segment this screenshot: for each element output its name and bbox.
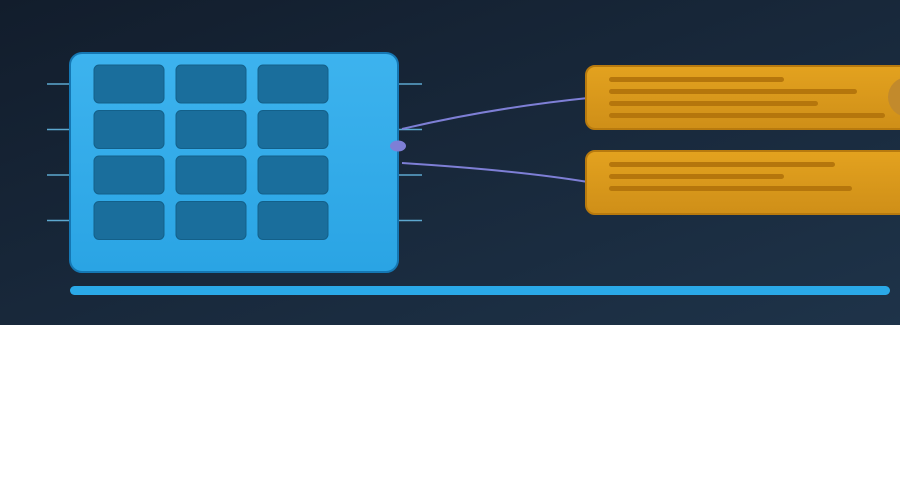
grid-cell (175, 201, 247, 240)
grid-cell (175, 155, 247, 195)
connector-line-top (401, 97, 589, 130)
card-text-line (609, 113, 885, 118)
card-panel (585, 65, 900, 130)
card-text-line (609, 77, 784, 82)
grid-cell (175, 110, 247, 149)
card-text-line (609, 162, 835, 167)
grid-cell (93, 64, 165, 104)
card-text-line (609, 186, 852, 191)
grid-cell (257, 110, 329, 149)
card-1 (585, 65, 900, 130)
diagram-svg (0, 0, 900, 325)
card-badge-circle (888, 78, 900, 116)
chip-cell-grid (93, 64, 329, 240)
card-panel (585, 150, 900, 215)
grid-cell (257, 155, 329, 195)
diagram-illustration (0, 0, 900, 325)
grid-cell (93, 155, 165, 195)
grid-cell (175, 64, 247, 104)
card-text-line (609, 174, 784, 179)
grid-cell (257, 201, 329, 240)
progress-bar (70, 286, 890, 295)
card-2 (585, 150, 900, 215)
grid-cell (93, 110, 165, 149)
card-text-line (609, 89, 857, 94)
info-cards (585, 65, 900, 215)
connector-node (390, 140, 406, 152)
connectors (390, 97, 589, 183)
connector-line-bottom (401, 162, 589, 183)
grid-cell (257, 64, 329, 104)
card-text-line (609, 101, 818, 106)
grid-cell (93, 201, 165, 240)
